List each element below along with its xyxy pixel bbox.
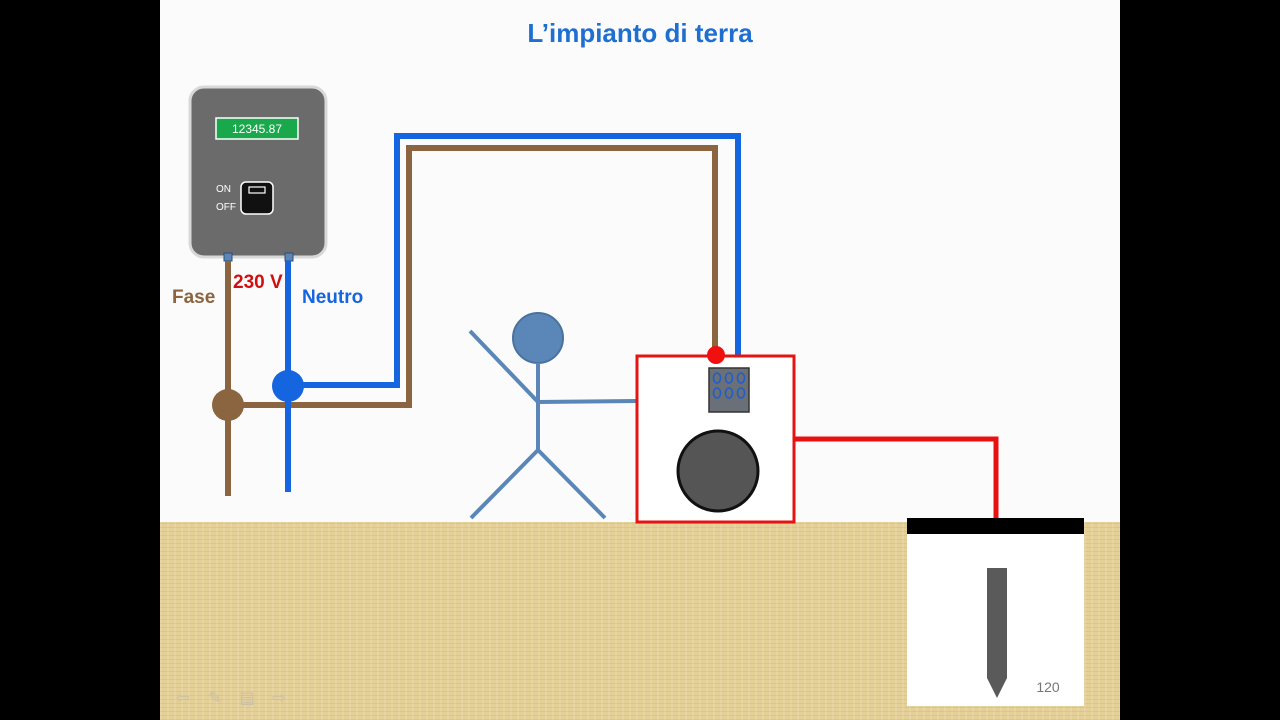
appliance-drum (676, 429, 760, 513)
appliance (635, 346, 796, 524)
person-head (512, 312, 564, 364)
slide: L’impianto di terra 12345.87 ON OFF (160, 0, 1120, 720)
earth-pit: 120 (907, 518, 1084, 706)
pit-cover (907, 518, 1084, 534)
earthing-diagram: 12345.87 ON OFF Fase 230 V Neutro (172, 85, 1084, 706)
neutral-junction (272, 370, 304, 402)
page-number: 120 (1036, 679, 1060, 695)
meter-body (188, 85, 328, 259)
arrow-left-icon[interactable]: ⇦ (176, 690, 190, 707)
electric-meter: 12345.87 ON OFF (188, 85, 328, 262)
slide-menu-icon[interactable]: ▤ (239, 690, 255, 707)
meter-off-label: OFF (216, 202, 236, 213)
voltage-label: 230 V (233, 272, 283, 293)
phase-label: Fase (172, 287, 215, 308)
meter-on-label: ON (216, 184, 231, 195)
neutral-terminal (284, 252, 294, 262)
slideshow-nav: ⇦ ✎ ▤ ⇨ (172, 690, 290, 708)
fault-point (707, 346, 725, 364)
meter-reading: 12345.87 (232, 122, 282, 136)
neutral-label: Neutro (302, 287, 363, 308)
person-figure (468, 312, 637, 520)
phase-wire (225, 145, 718, 496)
slide-title: L’impianto di terra (527, 18, 753, 48)
phase-junction (212, 389, 244, 421)
arrow-right-icon[interactable]: ⇨ (272, 690, 286, 707)
earth-electrode (987, 568, 1007, 698)
terminal-block (708, 367, 750, 413)
pen-icon[interactable]: ✎ (208, 690, 222, 707)
phase-terminal (223, 252, 233, 262)
meter-display (215, 117, 299, 140)
